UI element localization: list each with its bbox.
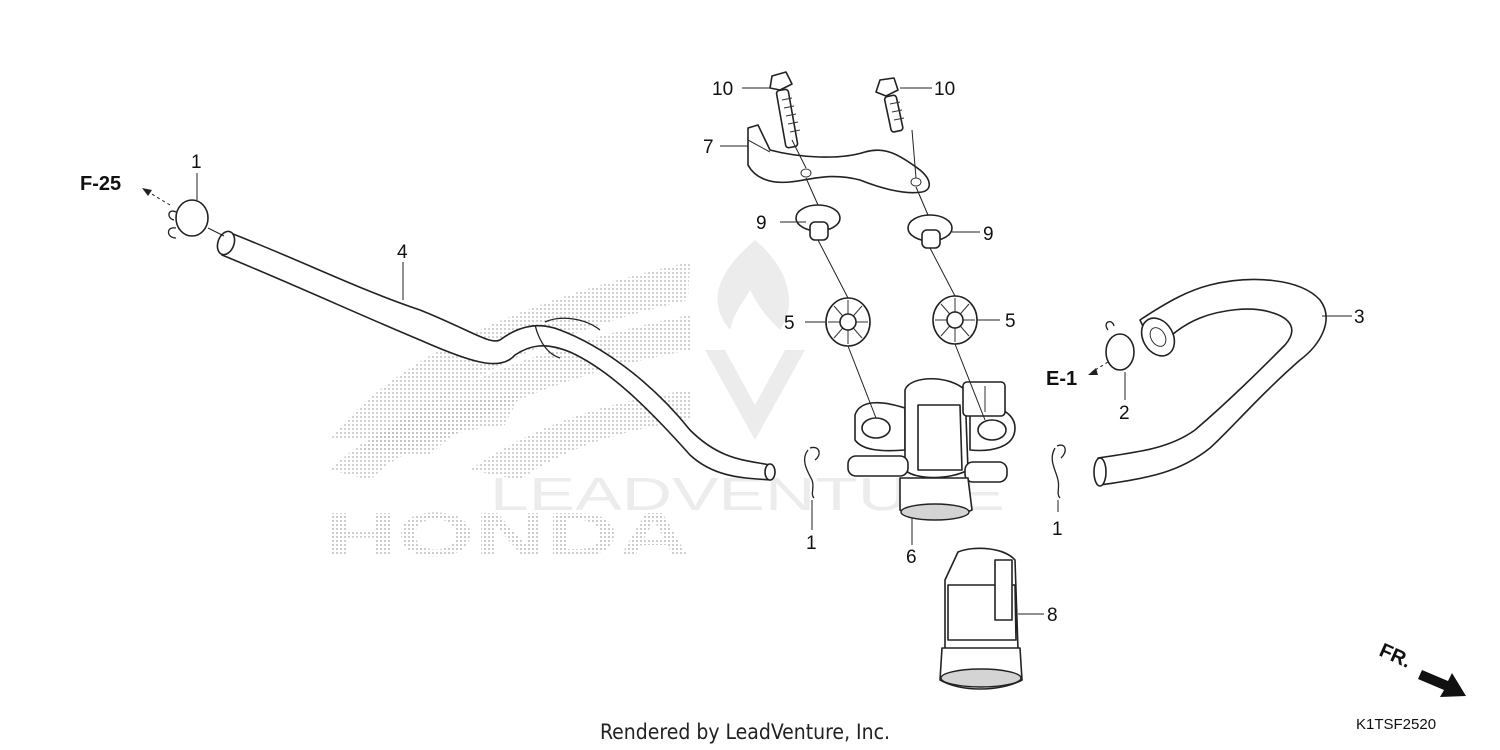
callout-4: 4 — [397, 242, 408, 263]
callout-8: 8 — [1047, 605, 1058, 626]
cover-8 — [939, 547, 1023, 690]
ref-arrow-e1 — [1088, 361, 1109, 375]
callout-9-right: 9 — [983, 224, 994, 245]
honda-wing-watermark — [330, 262, 690, 480]
callout-9-left: 9 — [756, 213, 767, 234]
clip-1-left — [804, 446, 820, 499]
hose-4 — [216, 230, 776, 481]
ref-label-e1: E-1 — [1046, 368, 1077, 390]
grommet-9-left — [795, 204, 841, 241]
grommet-9-right — [907, 214, 953, 249]
callout-5-right: 5 — [1005, 311, 1016, 332]
callout-1-right: 1 — [1052, 519, 1063, 540]
rubber-mount-5-right — [932, 295, 978, 345]
rubber-mount-5-left — [825, 297, 871, 347]
front-direction-arrow — [1418, 670, 1466, 697]
callout-5-left: 5 — [784, 313, 795, 334]
air-injection-valve-6 — [847, 378, 1016, 521]
callout-1-top: 1 — [191, 152, 202, 173]
bolt-10-left — [769, 71, 801, 149]
callout-10-right: 10 — [934, 79, 955, 100]
bolt-10-right — [875, 77, 905, 133]
callout-6: 6 — [906, 547, 917, 568]
bracket-7 — [747, 124, 931, 194]
ref-label-f25: F-25 — [80, 173, 121, 195]
callout-3: 3 — [1354, 307, 1365, 328]
callout-7: 7 — [703, 137, 714, 158]
clip-1-right — [1051, 444, 1066, 499]
clip-2 — [1105, 321, 1135, 371]
diagram-code: K1TSF2520 — [1356, 716, 1436, 733]
front-label: FR. — [1376, 639, 1414, 672]
hose-3 — [1093, 278, 1327, 487]
footer-credit: Rendered by LeadVenture, Inc. — [600, 720, 890, 744]
honda-watermark-text: HONDA — [325, 501, 690, 570]
ref-arrow-f25 — [142, 188, 171, 206]
leadventure-flame-logo — [705, 240, 805, 440]
callout-1-left: 1 — [806, 533, 817, 554]
callout-2: 2 — [1119, 403, 1130, 424]
leader-lines — [196, 87, 1352, 615]
callout-10-left: 10 — [712, 79, 733, 100]
clip-1-top — [167, 199, 209, 239]
